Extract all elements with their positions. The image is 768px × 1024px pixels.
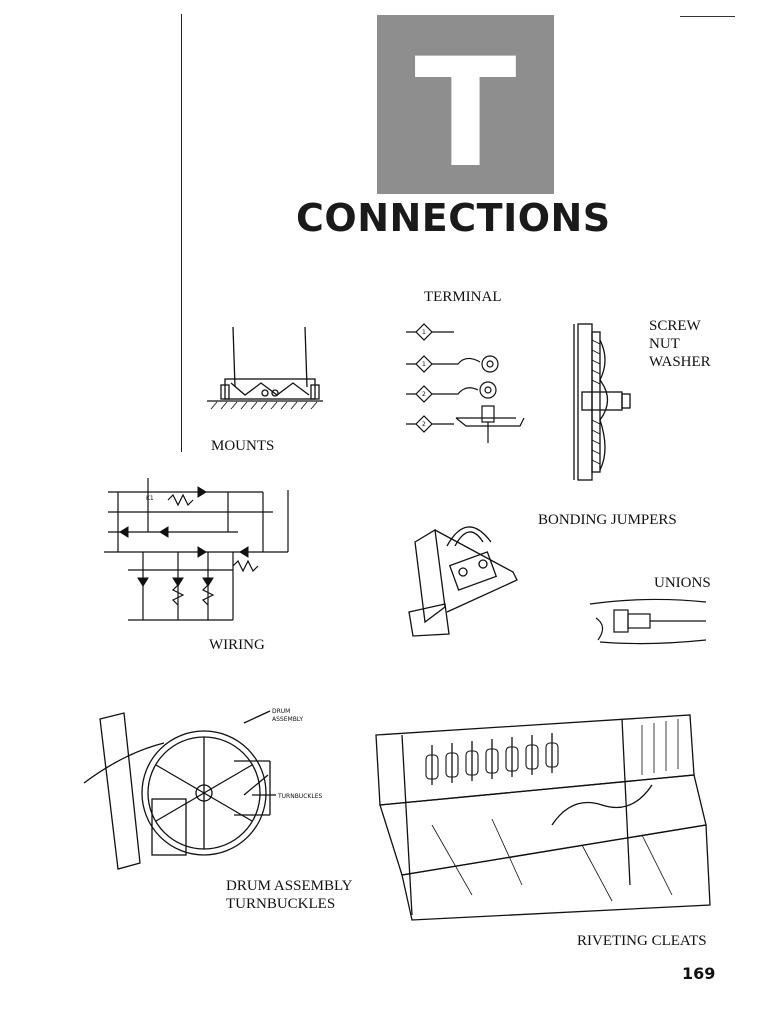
- terminal-number-2a: 2: [422, 391, 426, 398]
- page-title: CONNECTIONS: [296, 196, 611, 240]
- label-drum-assembly-turnbuckles: DRUM ASSEMBLY TURNBUCKLES: [226, 877, 352, 913]
- terminal-number-1a: 1: [422, 329, 426, 336]
- screw-nut-washer-illustration: [573, 323, 631, 481]
- label-washer: WASHER: [649, 354, 711, 370]
- label-screw-nut-washer: SCREW NUT WASHER: [649, 317, 711, 371]
- badge-letter: T: [414, 27, 517, 201]
- terminal-illustration: 1 1 2 2: [406, 323, 525, 443]
- callout-turnbuckles: TURNBUCKLES: [277, 793, 322, 800]
- label-riveting-cleats: RIVETING CLEATS: [577, 933, 707, 949]
- unions-illustration: [589, 598, 707, 645]
- label-turnbuckles: TURNBUCKLES: [226, 896, 336, 912]
- letter-badge: T: [377, 15, 554, 194]
- mounts-illustration: [207, 326, 323, 410]
- label-mounts: MOUNTS: [211, 438, 275, 454]
- label-wiring: WIRING: [209, 637, 265, 653]
- riveting-cleats-illustration: [375, 714, 711, 921]
- label-drum-assembly: DRUM ASSEMBLY: [226, 878, 353, 894]
- relay-label: K1: [146, 495, 154, 502]
- terminal-number-1b: 1: [422, 361, 426, 368]
- vertical-rule: [181, 14, 182, 452]
- drum-assembly-illustration: DRUM ASSEMBLY TURNBUCKLES: [83, 708, 322, 870]
- bonding-jumpers-illustration: [408, 526, 518, 637]
- callout-drum: DRUM: [272, 708, 290, 715]
- label-screw: SCREW: [649, 318, 701, 334]
- terminal-number-2b: 2: [422, 421, 426, 428]
- page-number: 169: [682, 964, 716, 983]
- label-unions: UNIONS: [654, 575, 711, 591]
- label-nut: NUT: [649, 336, 680, 352]
- wiring-schematic: K1: [104, 478, 289, 621]
- label-terminal: TERMINAL: [424, 289, 502, 305]
- top-rule: [680, 16, 735, 17]
- callout-assembly: ASSEMBLY: [272, 716, 303, 723]
- label-bonding-jumpers: BONDING JUMPERS: [538, 512, 677, 528]
